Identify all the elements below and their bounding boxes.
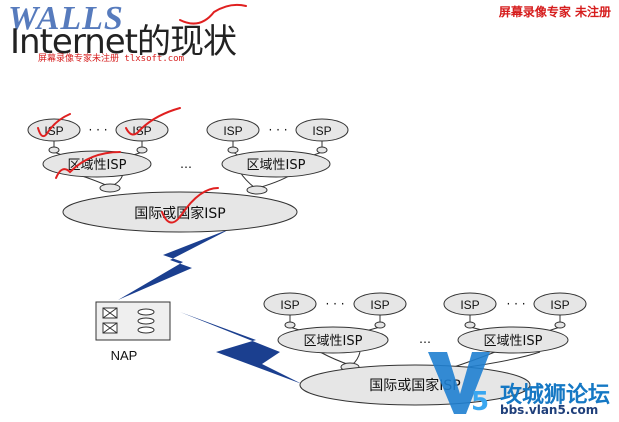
isp-label: ISP <box>550 298 569 312</box>
isp-node: ISP <box>263 292 317 316</box>
ellipsis-dots: · · · <box>506 297 525 311</box>
ellipsis-dots: · · · <box>268 123 287 137</box>
v5-logo-icon: 5 <box>428 352 490 417</box>
watermark-site-url: bbs.vlan5.com <box>500 403 599 417</box>
watermark-subtext: 屏幕录像专家未注册 tlxsoft.com <box>38 54 185 64</box>
isp-node: ISP <box>443 292 497 316</box>
isp-label: ISP <box>223 124 242 138</box>
regional-isp-node: 区域性ISP <box>457 326 569 354</box>
national-isp-node: 国际或国家ISP <box>62 191 298 233</box>
watermark-site-name: 攻城狮论坛 <box>500 383 611 408</box>
upper-small-links <box>48 146 328 195</box>
svg-text:5: 5 <box>471 387 489 417</box>
page-title: Internet的现状 <box>10 22 237 62</box>
regional-isp-label: 区域性ISP <box>304 334 363 349</box>
isp-label: ISP <box>44 124 63 138</box>
watermark-logo: WALLS <box>8 0 124 37</box>
red-annotation-marks <box>37 3 247 224</box>
isp-node: ISP <box>206 118 260 142</box>
regional-isp-node: 区域性ISP <box>277 326 389 354</box>
isp-label: ISP <box>460 298 479 312</box>
national-isp-label: 国际或国家ISP <box>369 377 460 394</box>
isp-node: ISP <box>27 118 81 142</box>
ellipsis: … <box>419 332 431 346</box>
watermark-top-right: 屏幕录像专家 未注册 <box>498 5 611 19</box>
isp-label: ISP <box>370 298 389 312</box>
wan-link-lightning-upper <box>118 228 232 300</box>
ellipsis-dots: · · · <box>325 297 344 311</box>
national-isp-label: 国际或国家ISP <box>134 205 225 222</box>
isp-node: ISP <box>533 292 587 316</box>
nap-label: NAP <box>111 348 138 363</box>
wan-link-lightning-lower <box>180 312 302 384</box>
isp-node: ISP <box>115 118 169 142</box>
national-isp-node: 国际或国家ISP <box>299 364 531 406</box>
isp-node: ISP <box>353 292 407 316</box>
regional-isp-node: 区域性ISP <box>221 150 331 178</box>
ellipsis-dots: · · · <box>88 123 107 137</box>
isp-label: ISP <box>280 298 299 312</box>
isp-node: ISP <box>295 118 349 142</box>
isp-label: ISP <box>132 124 151 138</box>
isp-label: ISP <box>312 124 331 138</box>
regional-isp-label: 区域性ISP <box>247 158 306 173</box>
regional-isp-label: 区域性ISP <box>484 334 543 349</box>
nap-device <box>95 301 171 341</box>
ellipsis: … <box>180 157 192 171</box>
